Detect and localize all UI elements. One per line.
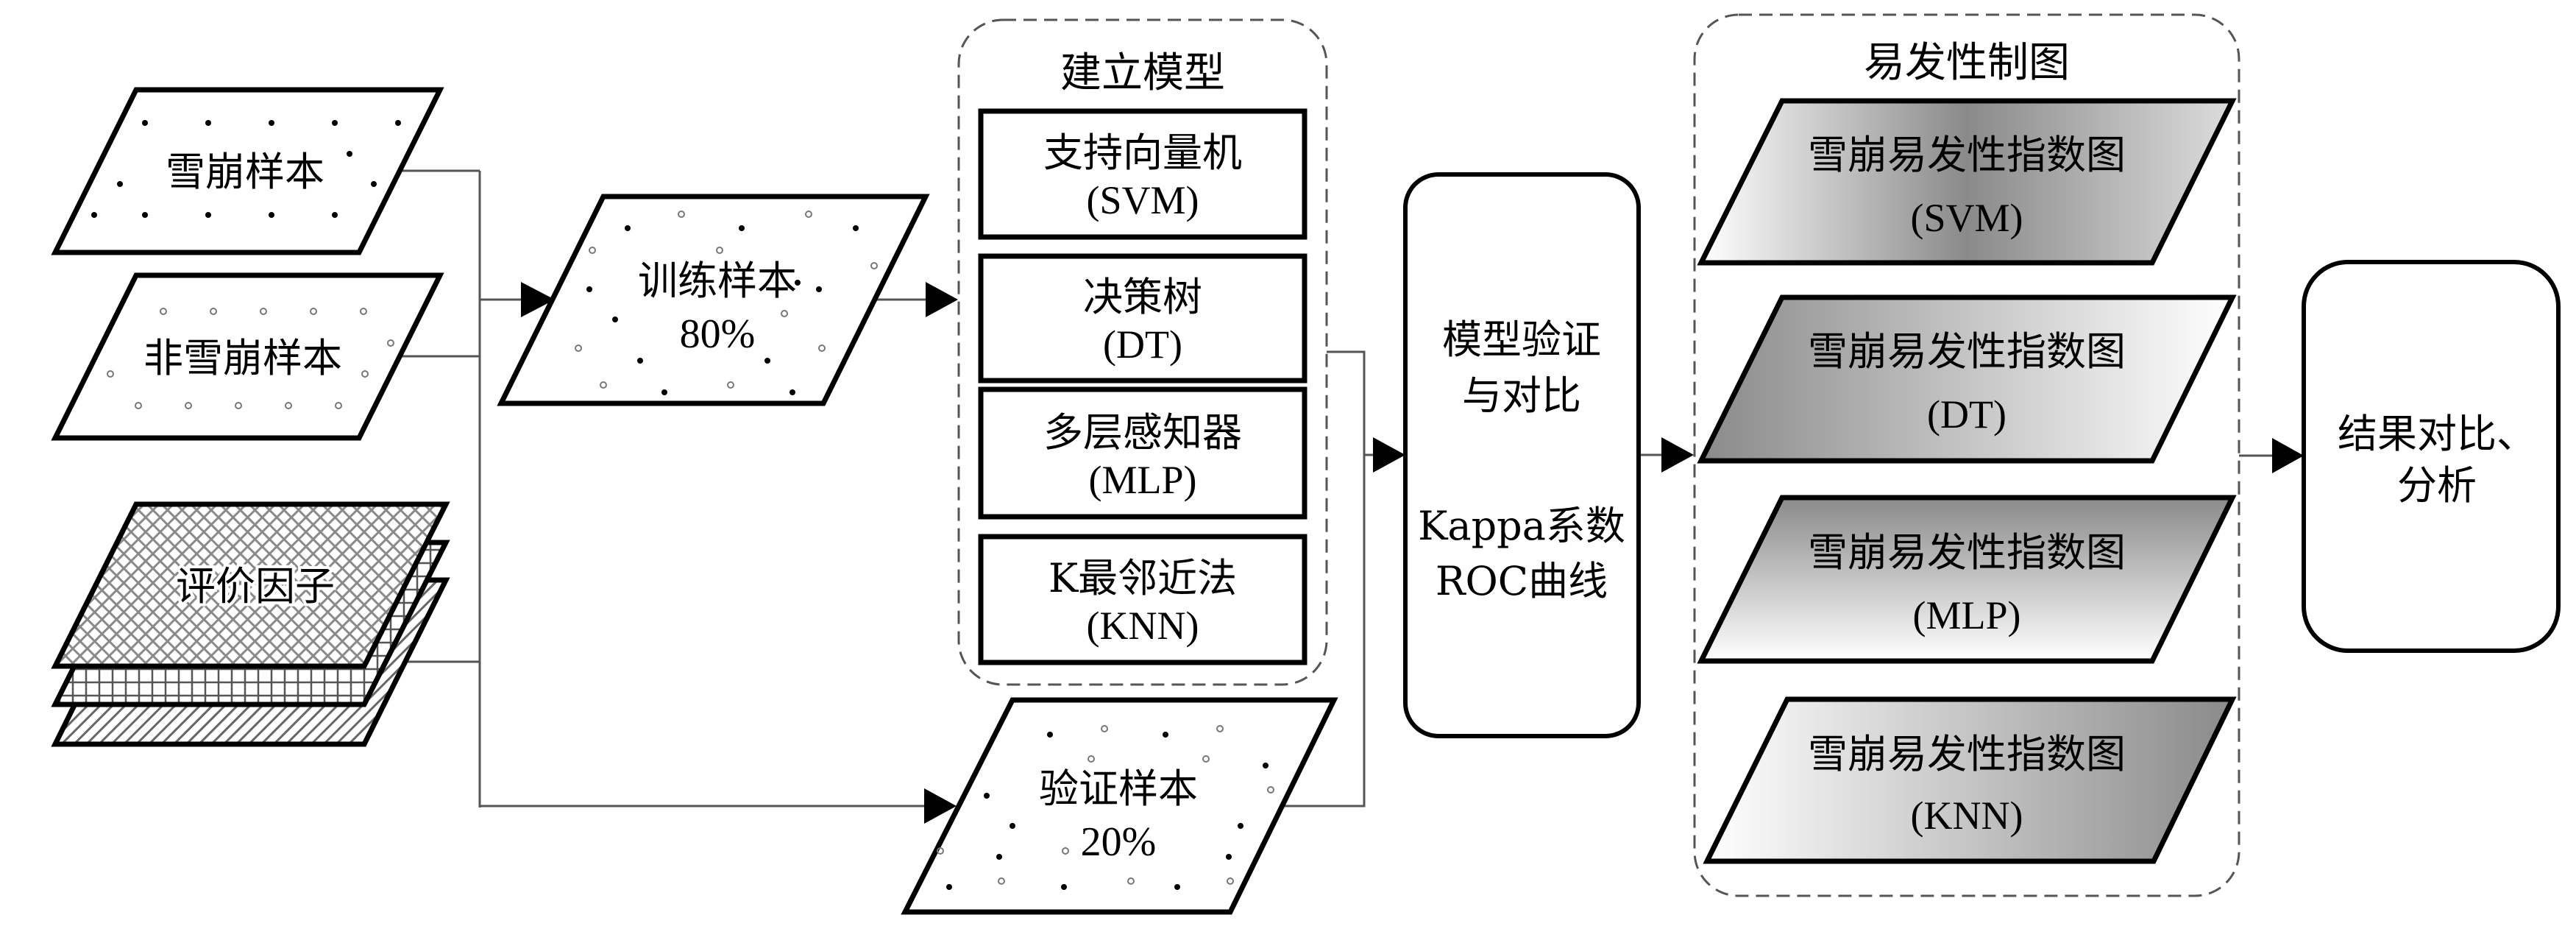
map-dt[interactable]: 雪崩易发性指数图 (DT) (1697, 294, 2237, 464)
map-abbr: (MLP) (1913, 593, 2021, 637)
model-box-mlp[interactable]: 多层感知器 (MLP) (978, 386, 1307, 520)
training-circles (575, 211, 878, 389)
arrowhead-validate (1373, 437, 1405, 473)
result-line2: 分析 (2397, 462, 2477, 509)
avalanche-samples-label: 雪崩样本 (166, 149, 324, 195)
model-group: 建立模型 支持向量机 (SVM) 决策树 (DT) 多层感知器 (MLP) K最… (957, 18, 1328, 686)
validation-title-line1: 模型验证 (1442, 317, 1601, 363)
model-abbr: (DT) (1103, 322, 1182, 367)
map-abbr: (KNN) (1911, 794, 2023, 838)
avalanche-dots (91, 120, 401, 218)
arrowhead-validation-sample (924, 788, 957, 824)
validation-metric-roc: ROC曲线 (1436, 558, 1608, 604)
model-name: 支持向量机 (1043, 130, 1242, 176)
map-knn[interactable]: 雪崩易发性指数图 (KNN) (1703, 696, 2237, 864)
map-svm[interactable]: 雪崩易发性指数图 (SVM) (1697, 98, 2237, 266)
map-name: 雪崩易发性指数图 (1808, 132, 2126, 178)
validation-samples-percent: 20% (1081, 819, 1157, 865)
avalanche-samples-node[interactable]: 雪崩样本 (51, 87, 444, 255)
arrowhead-models (926, 282, 958, 317)
validation-title-line2: 与对比 (1462, 372, 1581, 419)
model-abbr: (KNN) (1087, 604, 1199, 648)
map-abbr: (SVM) (1910, 196, 2023, 240)
validation-samples-node[interactable]: 验证样本 20% (901, 697, 1338, 915)
connectors (397, 169, 2304, 824)
map-name: 雪崩易发性指数图 (1808, 328, 2126, 375)
model-name: K最邻近法 (1049, 555, 1237, 601)
result-line1: 结果对比、 (2338, 411, 2536, 457)
arrowhead-training (521, 282, 555, 317)
map-abbr: (DT) (1927, 392, 2006, 437)
model-box-svm[interactable]: 支持向量机 (SVM) (978, 108, 1307, 240)
training-samples-percent: 80% (680, 311, 756, 357)
model-group-title: 建立模型 (1060, 49, 1225, 97)
validation-dots (946, 732, 1269, 890)
factor-layer-1 (51, 501, 450, 669)
evaluation-factors-node[interactable]: 评价因子 (51, 501, 450, 747)
validation-node[interactable]: 模型验证 与对比 Kappa系数 ROC曲线 (1403, 172, 1641, 738)
non-avalanche-samples-label: 非雪崩样本 (143, 335, 342, 381)
model-abbr: (MLP) (1089, 458, 1197, 502)
validation-metric-kappa: Kappa系数 (1418, 503, 1625, 549)
arrowhead-maps (1661, 437, 1694, 473)
training-samples-node[interactable]: 训练样本 80% (497, 194, 930, 406)
model-name: 决策树 (1083, 274, 1202, 320)
non-avalanche-samples-node[interactable]: 非雪崩样本 (51, 272, 444, 441)
model-box-dt[interactable]: 决策树 (DT) (978, 253, 1307, 384)
mapping-group: 易发性制图 雪崩易发性指数图 (SVM) 雪崩易发性指数图 (DT) 雪崩易发性… (1693, 13, 2240, 897)
mapping-group-title: 易发性制图 (1864, 39, 2070, 87)
arrowhead-result (2272, 438, 2304, 473)
non-avalanche-circles (107, 308, 394, 409)
model-group-border (957, 18, 1328, 686)
result-node[interactable]: 结果对比、 分析 (2302, 260, 2561, 653)
map-name: 雪崩易发性指数图 (1808, 731, 2126, 777)
map-name: 雪崩易发性指数图 (1808, 529, 2126, 576)
training-dots (586, 225, 859, 395)
connector-models-bus (1208, 350, 1366, 807)
mapping-group-border (1693, 13, 2240, 897)
model-name: 多层感知器 (1043, 409, 1242, 456)
evaluation-factors-label: 评价因子 (176, 563, 335, 609)
validation-samples-label: 验证样本 (1039, 766, 1198, 812)
model-box-knn[interactable]: K最邻近法 (KNN) (978, 534, 1307, 665)
model-abbr: (SVM) (1086, 178, 1199, 222)
validation-circles (937, 725, 1274, 885)
training-samples-label: 训练样本 (638, 258, 797, 304)
map-mlp[interactable]: 雪崩易发性指数图 (MLP) (1697, 495, 2237, 664)
